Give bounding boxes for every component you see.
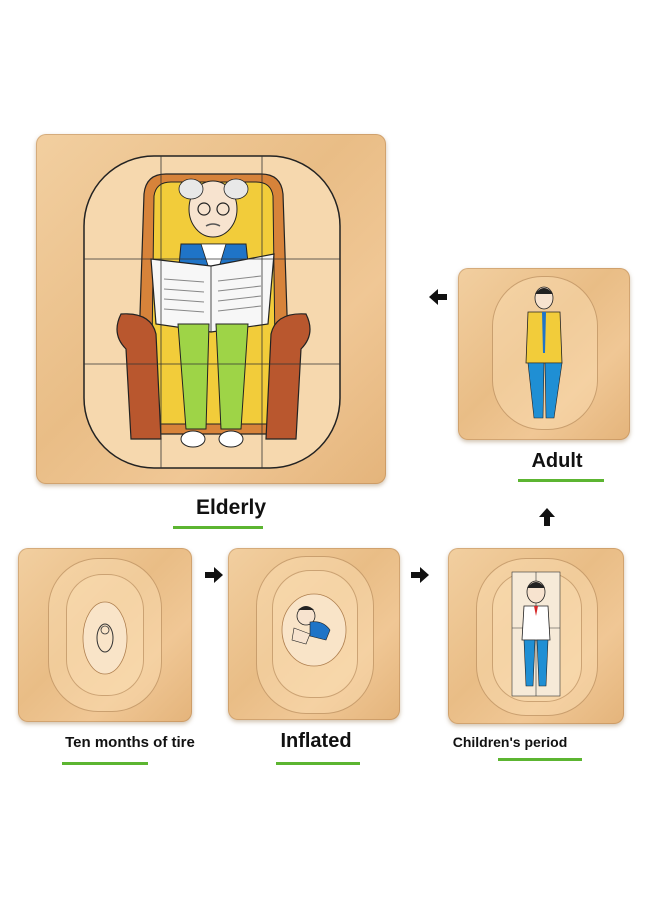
stage-label-elderly: Elderly [195, 496, 267, 519]
adult-figure [525, 286, 563, 419]
arrow-right-icon [205, 567, 223, 583]
stage-underline-inflated [276, 762, 360, 765]
stage-label-children: Children's period [452, 734, 568, 750]
ten-months-puzzle-board [18, 548, 192, 722]
elderly-puzzle-board [36, 134, 386, 484]
stage-label-inflated: Inflated [280, 730, 352, 752]
child-figure [511, 571, 561, 697]
arrow-left-icon [429, 289, 447, 305]
stage-underline-elderly [173, 526, 263, 529]
arrow-right-icon [411, 567, 429, 583]
stage-label-adult: Adult [531, 450, 583, 472]
baby-figure [281, 593, 347, 667]
inflated-puzzle-board [228, 548, 400, 720]
elderly-figure [83, 155, 341, 469]
fetus-figure [82, 601, 128, 675]
stage-label-ten-months: Ten months of tire [65, 734, 195, 751]
adult-puzzle-board [458, 268, 630, 440]
stage-underline-adult [518, 479, 604, 482]
stage-underline-children [498, 758, 582, 761]
arrow-up-icon [539, 508, 555, 526]
stage-underline-ten-months [62, 762, 148, 765]
children-puzzle-board [448, 548, 624, 724]
